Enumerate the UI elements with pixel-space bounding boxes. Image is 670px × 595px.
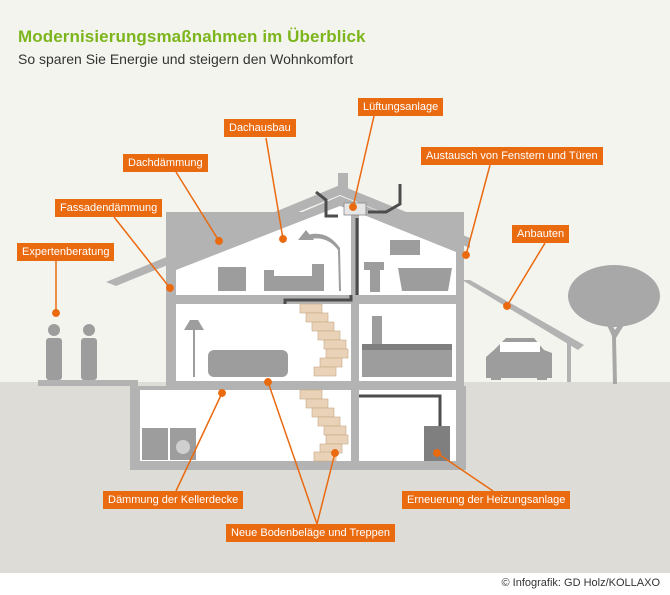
callout-dot-anbauten xyxy=(503,302,511,310)
callout-line-bodenbelaege-stairs xyxy=(316,452,336,525)
annex-post xyxy=(567,340,571,382)
callout-line-kellerdecke xyxy=(175,392,223,492)
page-subtitle: So sparen Sie Energie und steigern den W… xyxy=(18,51,354,67)
callout-dot-bodenbelaege-top xyxy=(264,378,272,386)
bathroom-furniture xyxy=(364,240,452,292)
callout-dot-dachausbau xyxy=(279,235,287,243)
tree xyxy=(568,265,660,384)
copyright-credit: © Infografik: GD Holz/KOLLAXO xyxy=(501,577,661,589)
callout-dot-lueftungsanlage xyxy=(349,203,357,211)
label-lueftungsanlage: Lüftungsanlage xyxy=(358,98,444,116)
callout-line-anbauten xyxy=(506,242,546,307)
ventilation-ducts xyxy=(283,184,442,426)
footer-bar: © Infografik: GD Holz/KOLLAXO xyxy=(0,573,670,595)
callout-line-dachausbau xyxy=(265,137,284,240)
callout-dot-kellerdecke xyxy=(218,389,226,397)
label-dachdaemmung: Dachdämmung xyxy=(123,154,208,172)
callout-dot-heizung xyxy=(433,449,441,457)
callout-dot-expertenberatung xyxy=(52,309,60,317)
callout-dot-bodenbelaege-stairs xyxy=(331,449,339,457)
label-austausch-fenster-tueren: Austausch von Fenstern und Türen xyxy=(421,147,603,165)
laundry-appliances xyxy=(142,428,196,460)
car xyxy=(486,338,552,380)
callout-line-fassadendaemmung xyxy=(113,216,171,289)
label-bodenbelaege-treppen: Neue Bodenbeläge und Treppen xyxy=(226,524,396,542)
callout-dot-austausch xyxy=(462,251,470,259)
kitchen-furniture xyxy=(362,316,452,377)
callout-line-austausch xyxy=(465,164,491,256)
people-figures xyxy=(46,324,97,380)
callout-line-dachdaemmung xyxy=(175,171,220,242)
annex-roof xyxy=(462,280,584,350)
bedroom-furniture xyxy=(218,230,341,291)
label-anbauten: Anbauten xyxy=(512,225,570,243)
callout-line-lueftungsanlage xyxy=(352,115,375,208)
label-dachausbau: Dachausbau xyxy=(224,119,296,137)
chimney xyxy=(338,173,348,189)
callout-dot-fassadendaemmung xyxy=(166,284,174,292)
staircase xyxy=(299,303,349,462)
label-fassadendaemmung: Fassadendämmung xyxy=(55,199,163,217)
page-title: Modernisierungsmaßnahmen im Überblick xyxy=(18,27,366,46)
roof xyxy=(106,185,470,286)
callout-line-bodenbelaege-top xyxy=(267,381,318,525)
living-room-furniture xyxy=(184,320,288,377)
terrace-floor xyxy=(38,380,138,386)
callout-dot-dachdaemmung xyxy=(215,237,223,245)
callout-line-heizung xyxy=(436,452,494,492)
label-expertenberatung: Expertenberatung xyxy=(17,243,115,261)
label-erneuerung-heizungsanlage: Erneuerung der Heizungsanlage xyxy=(402,491,571,509)
label-daemmung-kellerdecke: Dämmung der Kellerdecke xyxy=(103,491,244,509)
